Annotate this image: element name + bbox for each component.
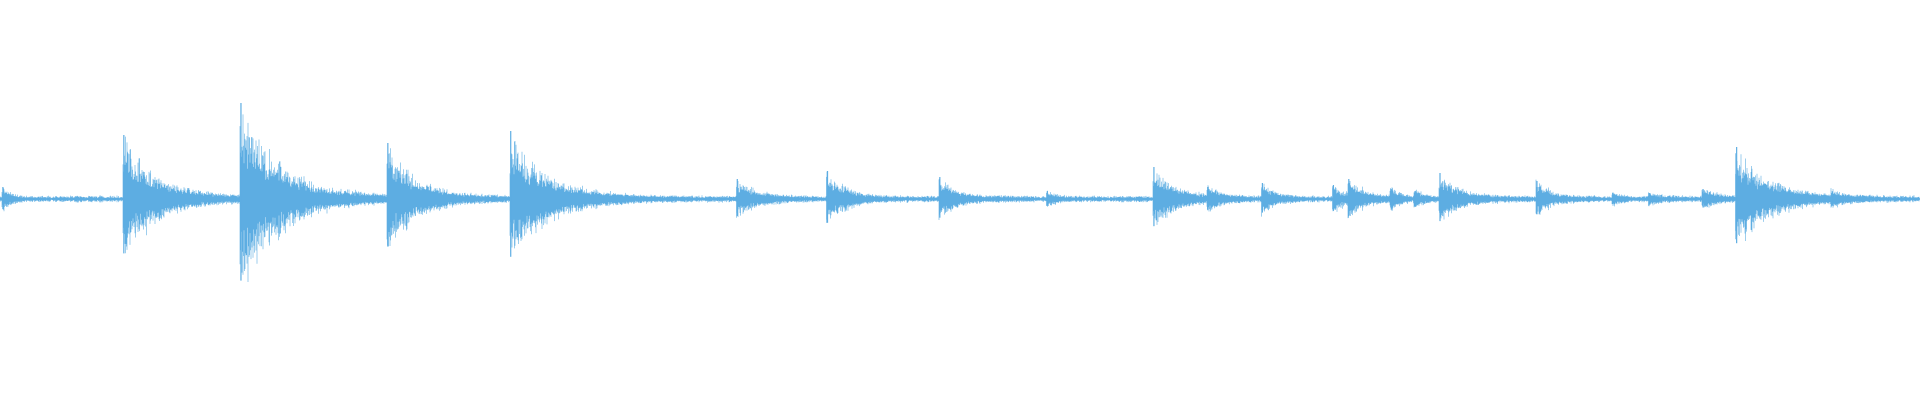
waveform-signal	[0, 114, 1920, 282]
